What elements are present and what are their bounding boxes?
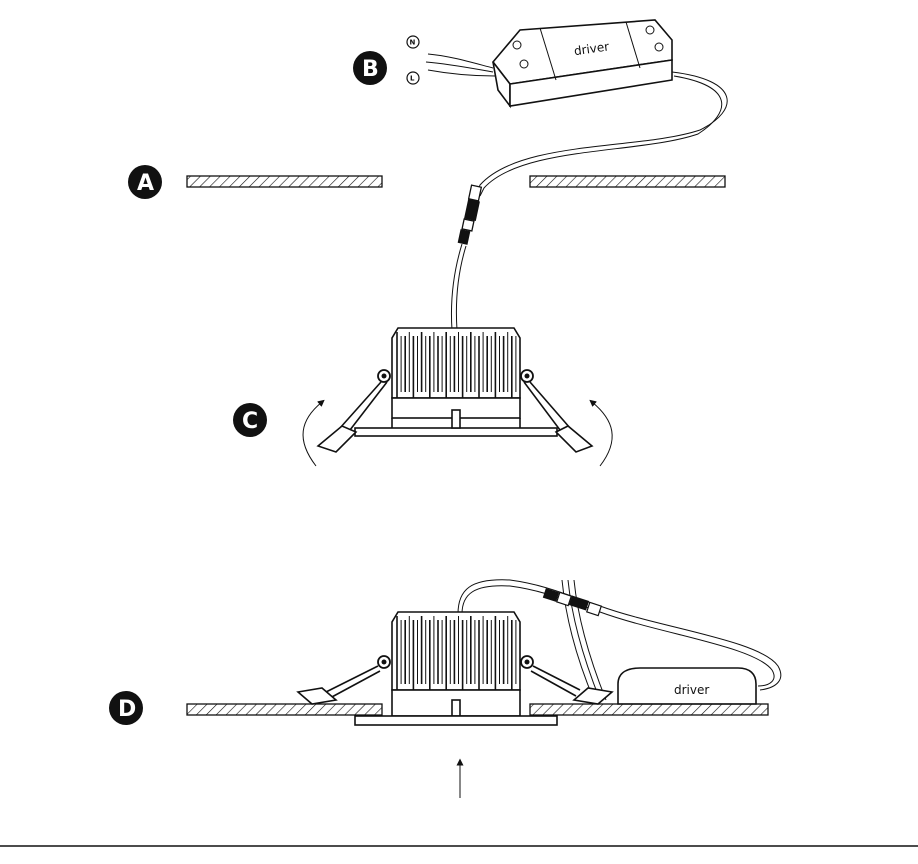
mains-wires [425,53,496,77]
step-b-badge: B [353,51,387,85]
svg-text:D: D [118,697,136,722]
ceiling-panel-right-d [529,703,769,716]
spring-clip-left-d [296,655,391,705]
plug-connector [457,184,483,245]
ceiling-panel-left [186,175,383,188]
plug-connector-d [542,588,603,617]
step-a-ceiling-group: A [128,165,726,199]
downlight-heatsink-d [391,611,521,691]
svg-text:L: L [410,75,415,83]
rotation-arrow-left [302,399,325,467]
step-d-badge: D [109,691,143,725]
live-wire-marker: L [406,71,420,85]
lamp-cable-d [457,579,782,691]
downlight-trim-d [354,715,558,726]
rotation-arrow-right [589,399,613,467]
driver-box-top: driver [491,19,673,109]
step-c-badge: C [233,403,267,437]
lamp-cable-c [451,243,463,331]
output-cable [475,71,728,196]
spring-clip-left-c [316,369,391,453]
svg-text:B: B [362,57,379,82]
step-d-installed-group: driver D [109,579,782,798]
spring-clip-right-c [520,369,594,453]
svg-text:A: A [137,171,154,196]
driver-label-b: driver [573,39,610,58]
ceiling-panel-right [529,175,726,188]
svg-text:C: C [242,409,258,434]
downlight-trim-c [354,427,558,437]
step-b-driver-group: driver N L B [353,19,673,109]
downlight-heatsink-c [391,327,521,399]
neutral-wire-marker: N [406,35,420,49]
driver-label-d: driver [674,683,709,697]
driver-box-d: driver [617,667,757,705]
step-a-badge: A [128,165,162,199]
spring-clip-right-d [520,655,614,705]
svg-text:N: N [410,39,416,47]
ceiling-panel-left-d [186,703,383,716]
step-c-downlight-group: C [233,327,613,467]
